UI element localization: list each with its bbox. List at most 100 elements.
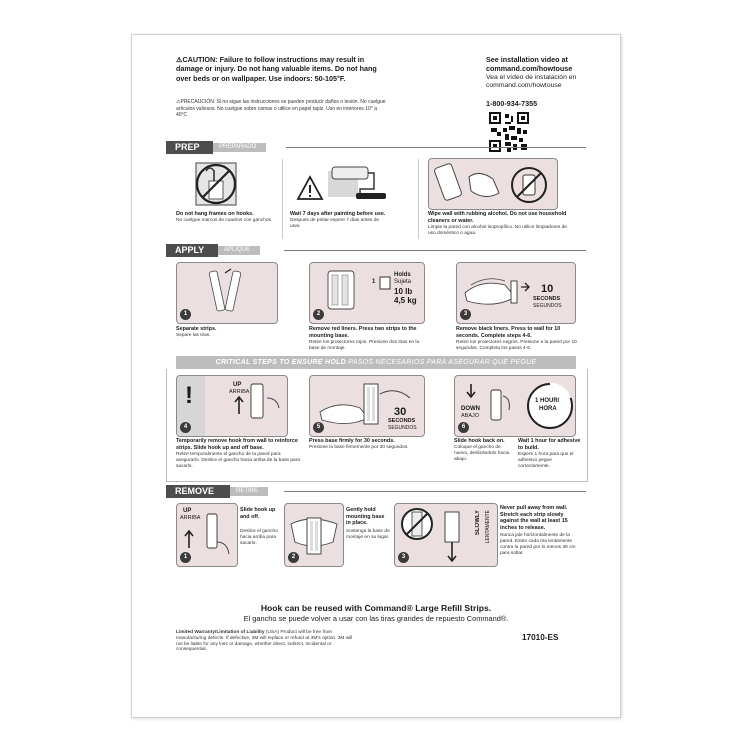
remove-panel-3: SLOWLY LENTAMENTE 3: [394, 503, 498, 567]
up-label: UP: [233, 382, 242, 388]
wait-hour-caption-es: Espere 1 hora para que el adhesivo pegue…: [518, 452, 574, 469]
product-code: 17010-ES: [522, 633, 559, 642]
divider: [284, 250, 586, 251]
prep-panel-alcohol: [428, 158, 558, 210]
prep-subtitle: PREPARADO: [213, 143, 267, 152]
prep-caption-3: Wipe wall with rubbing alcohol. Do not u…: [428, 211, 567, 224]
remove-section-bar: REMOVE RETIRE: [166, 485, 586, 498]
reuse-note-english: Hook can be reused with Command® Large R…: [260, 603, 492, 613]
no-frames-icon: [195, 162, 237, 206]
apply-caption-2: Remove red liners. Press two strips to t…: [309, 326, 417, 339]
step-number: 3: [398, 552, 409, 563]
apply-panel-2: 1 Holds Sujeta 10 lb 4,5 kg 2: [309, 262, 425, 324]
prep-section-bar: PREP PREPARADO: [166, 141, 586, 154]
remove-caption-2: Gently hold mounting base in place.: [346, 507, 385, 527]
divider: [418, 159, 419, 239]
apply-subtitle: APLIQUE: [218, 246, 261, 255]
up-label: UP: [183, 508, 192, 514]
phone-number: 1-800-934-7355: [486, 99, 538, 108]
warranty-body: (USA) Product will be free from manufact…: [176, 630, 353, 653]
step-number: 1: [180, 552, 191, 563]
remove-caption-1: Slide hook up and off.: [240, 507, 276, 520]
slowly-label-es: LENTAMENTE: [485, 510, 491, 544]
prep-panel-paint: [290, 159, 400, 209]
exclamation-icon: !: [185, 382, 193, 409]
critical-caption-6: Slide hook back on.: [454, 438, 505, 444]
critical-panel-5: 30 SECONDS SEGUNDOS 5: [309, 375, 425, 437]
holds-label: Holds: [394, 272, 411, 278]
ten-seconds-label-es: SEGUNDOS: [533, 303, 562, 309]
apply-panel-1: 1: [176, 262, 278, 324]
press-to-wall-icon: [464, 278, 530, 305]
critical-steps-english: CRITICAL STEPS TO ENSURE HOLD: [215, 359, 347, 366]
remove-caption-2-es: Sostenga la base de montaje en su lugar.: [346, 529, 390, 540]
apply-title: APPLY: [166, 244, 218, 257]
step-number: 5: [313, 422, 324, 433]
warranty-title: Limited Warranty/Limitation of Liability: [176, 630, 265, 635]
wait-hour-caption: Wait 1 hour for adhesive to build.: [518, 438, 581, 451]
remove-hook-icon: [177, 376, 280, 436]
video-link-english[interactable]: See installation video at command.com/ho…: [486, 55, 573, 74]
slide-hook-up-icon: [184, 513, 230, 555]
critical-caption-5-es: Presione la base firmemente por 30 segun…: [309, 445, 409, 450]
remove-caption-3-es: Nunca jale horizontalmente de la pared. …: [500, 533, 576, 556]
thirty-seconds-value: 30: [394, 406, 407, 418]
prep-caption-3-es: Limpie la pared con alcohol isopropílico…: [428, 225, 567, 236]
hold-base-icon: [290, 517, 338, 555]
critical-steps-frame: [166, 369, 588, 482]
mounting-base-icon: [327, 270, 391, 310]
remove-caption-1-es: Deslice el gancho hacia arriba para saca…: [240, 529, 278, 546]
caution-spanish: ⚠PRECAUCIÓN: Si no sigue las instruccion…: [176, 99, 386, 119]
step-number: 1: [180, 309, 191, 320]
step-number: 6: [458, 422, 469, 433]
apply-panel-3: 10 SECONDS SEGUNDOS 3: [456, 262, 576, 324]
down-label: DOWN: [461, 406, 480, 412]
prep-panel-frames: [176, 159, 276, 209]
critical-steps-spanish: PASOS NECESARIOS PARA ASEGURAR QUE PEGUE: [348, 359, 537, 366]
remove-caption-3: Never pull away from wall. Stretch each …: [500, 505, 568, 531]
stretch-strip-icon: [401, 508, 460, 563]
critical-panel-6: DOWN ABAJO 1 HOUR/ HORA 6: [454, 375, 576, 437]
remove-title: REMOVE: [166, 485, 230, 498]
ten-seconds-value: 10: [541, 283, 554, 295]
press-base-icon: [319, 383, 411, 425]
holds-qty: 1: [372, 279, 376, 285]
critical-steps-banner: CRITICAL STEPS TO ENSURE HOLD PASOS NECE…: [176, 356, 576, 369]
one-hour-label: 1 HOUR/: [535, 398, 560, 404]
apply-caption-1-es: Separe las tiras.: [176, 333, 211, 338]
one-hour-label-es: HORA: [539, 406, 557, 412]
critical-caption-5: Press base firmly for 30 seconds.: [309, 438, 395, 444]
apply-caption-3: Remove black liners. Press to wall for 1…: [456, 326, 561, 339]
thirty-seconds-label-es: SEGUNDOS: [388, 425, 417, 431]
divider: [284, 491, 586, 492]
step-number: 4: [180, 422, 191, 433]
remove-panel-2: 2: [284, 503, 344, 567]
apply-caption-1: Separate strips.: [176, 326, 217, 332]
slowly-label: SLOWLY: [475, 510, 481, 536]
video-link-spanish[interactable]: Vea el vídeo de instalación en command.c…: [486, 74, 577, 90]
prep-caption-2-es: Después de pintar espere 7 días antes de…: [290, 218, 380, 229]
warranty-text: Limited Warranty/Limitation of Liability…: [176, 630, 356, 653]
holds-label-es: Sujeta: [394, 279, 412, 285]
prep-caption-1-es: No cuelgue marcos de cuadros con ganchos…: [176, 218, 273, 223]
qr-code-icon[interactable]: [489, 112, 529, 152]
critical-panel-4: ! UP ARRIBA 4: [176, 375, 288, 437]
prep-caption-2: Wait 7 days after painting before use.: [290, 211, 386, 217]
up-label-es: ARRIBA: [229, 389, 250, 395]
instruction-sheet: ⚠CAUTION: Failure to follow instructions…: [131, 34, 621, 718]
divider: [282, 159, 283, 239]
slide-hook-icon: [466, 382, 573, 429]
down-label-es: ABAJO: [461, 413, 480, 419]
separate-strips-icon: [208, 268, 242, 312]
step-number: 3: [460, 309, 471, 320]
caution-english: ⚠CAUTION: Failure to follow instructions…: [176, 55, 377, 83]
prep-caption-1: Do not hang frames on hooks.: [176, 211, 254, 217]
divider: [286, 147, 586, 148]
ten-seconds-label: SECONDS: [533, 296, 561, 302]
critical-caption-4: Temporarily remove hook from wall to rei…: [176, 438, 298, 451]
remove-panel-1: UP ARRIBA 1: [176, 503, 238, 567]
alcohol-wipe-icon: [434, 163, 547, 203]
holds-kg: 4,5 kg: [394, 296, 417, 305]
prep-title: PREP: [166, 141, 213, 154]
apply-section-bar: APPLY APLIQUE: [166, 244, 586, 257]
